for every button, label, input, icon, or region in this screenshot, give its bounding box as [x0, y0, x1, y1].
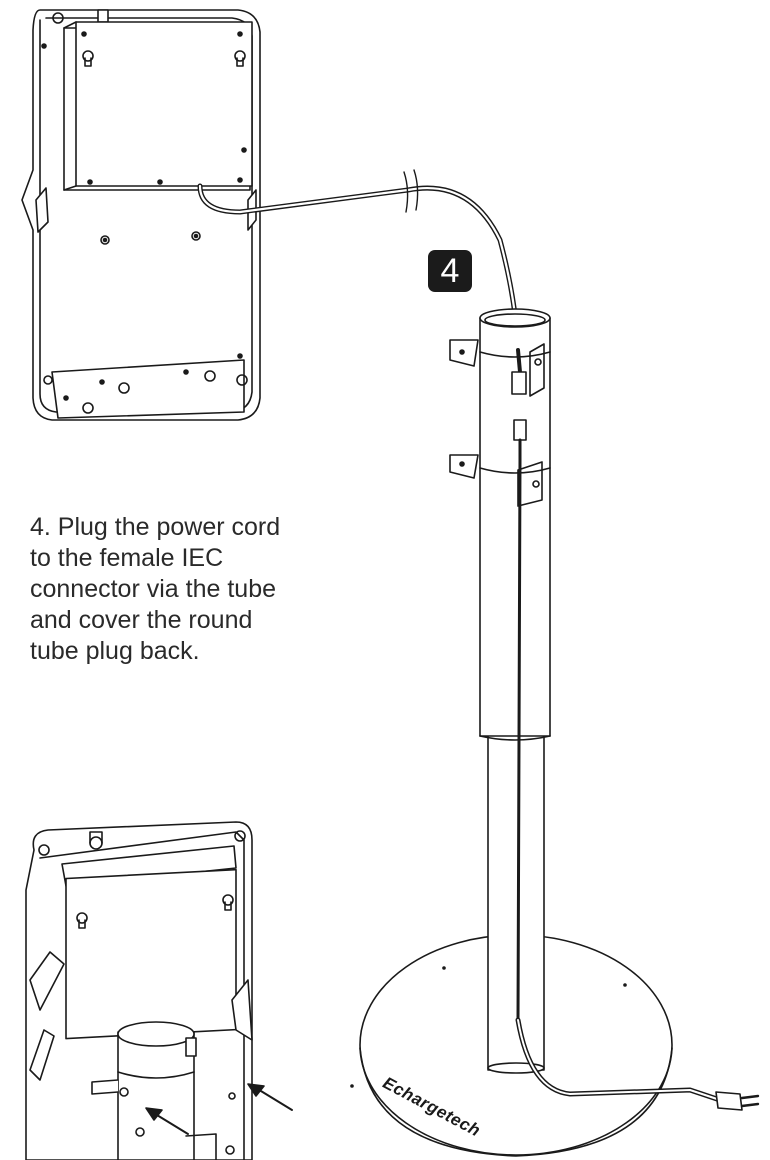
keyhole-icon: [82, 50, 94, 67]
keyhole-icon: [222, 894, 234, 911]
screw-icon: [52, 12, 64, 24]
charger-on-stand: [25, 821, 293, 1160]
instruction-line: to the female IEC: [30, 544, 224, 572]
arrow-icon: [247, 1083, 293, 1111]
keyhole-icon: [76, 912, 88, 929]
keyhole-icon: [234, 50, 246, 67]
instruction-line: and cover the round: [30, 606, 253, 634]
instruction-text: 4. Plug the power cord to the female IEC…: [30, 512, 350, 667]
instruction-line: 4. Plug the power cord: [30, 513, 281, 541]
instruction-line: connector via the tube: [30, 575, 276, 603]
instruction-line: tube plug back.: [30, 637, 200, 665]
power-plug-icon: [715, 1091, 760, 1111]
stand: [359, 308, 760, 1157]
step-badge: 4: [428, 250, 472, 292]
arrow-icon: [145, 1107, 189, 1135]
power-cable: [197, 169, 521, 353]
charger-back-top: [21, 9, 261, 421]
